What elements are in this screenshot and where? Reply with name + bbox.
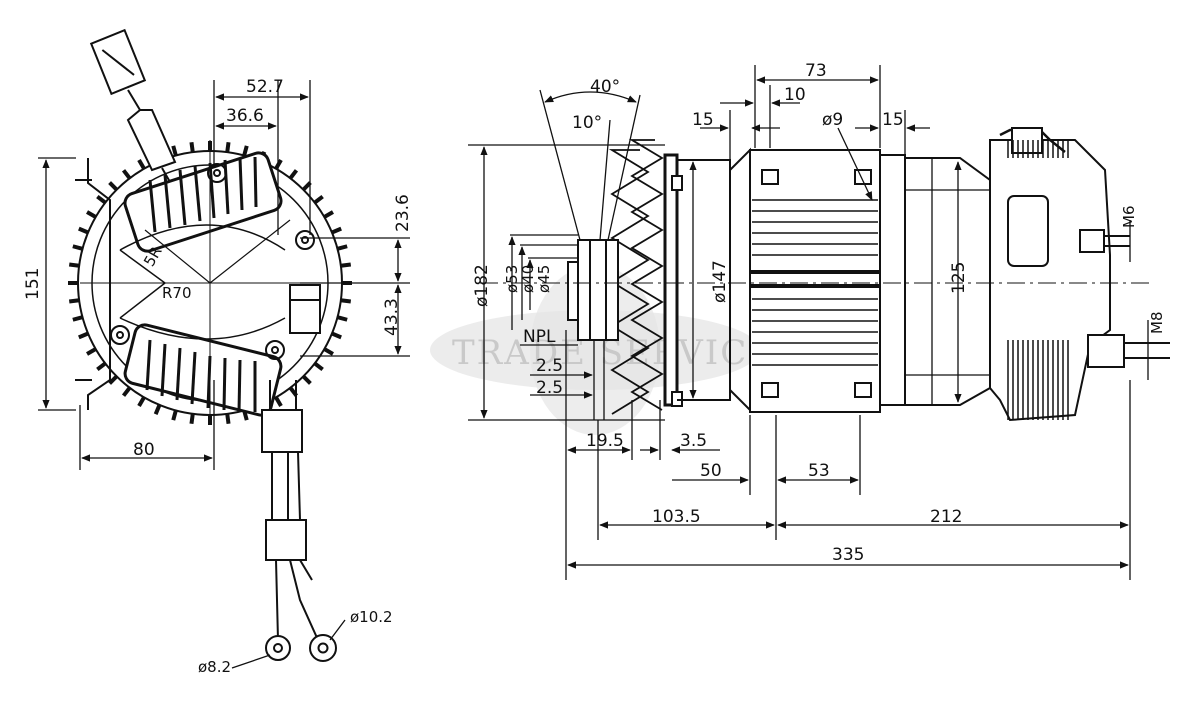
rear-fins	[1007, 140, 1069, 420]
dim-15-right: 15	[882, 110, 904, 130]
stator-tooth	[96, 194, 107, 205]
flange-plate	[663, 153, 679, 407]
stator-tooth	[225, 413, 231, 425]
stator-tooth	[72, 315, 84, 322]
stator-tooth	[86, 210, 97, 219]
wire-top	[89, 28, 177, 183]
stator-tooth	[153, 404, 162, 415]
dim-r70: R70	[162, 284, 192, 302]
main-body	[749, 149, 881, 413]
dim-phi9: ø9	[822, 110, 843, 130]
dim-angle-10: 10°	[572, 113, 602, 133]
output-leads	[261, 380, 337, 662]
stator-tooth	[121, 169, 132, 180]
dim-212: 212	[930, 507, 962, 527]
dim-50: 50	[700, 461, 722, 481]
dim-m8: M8	[1148, 312, 1166, 335]
stator-tooth	[331, 226, 342, 235]
dim-2-5-upper: 2.5	[536, 356, 563, 376]
right-dim-lines	[468, 65, 1149, 580]
left-dim-lines	[38, 80, 410, 669]
dim-10: 10	[784, 85, 806, 105]
stator-tooth	[68, 298, 80, 304]
dim-phi53: ø53	[503, 265, 521, 293]
dim-23-6: 23.6	[393, 194, 413, 232]
stator-tooth	[108, 374, 119, 385]
dim-335: 335	[832, 545, 864, 565]
dim-19-5: 19.5	[586, 431, 624, 451]
stator-tooth	[78, 331, 89, 340]
mounting-bracket	[87, 158, 111, 410]
stator-tooth	[242, 145, 249, 157]
rear-housing	[880, 154, 906, 406]
dim-15-left: 15	[692, 110, 714, 130]
stator-tooth	[313, 361, 324, 372]
dim-2-5-lower: 2.5	[536, 378, 563, 398]
stator-tooth	[96, 361, 107, 372]
left-view	[38, 28, 410, 669]
dim-3-5: 3.5	[680, 431, 707, 451]
dim-43-3: 43.3	[382, 298, 402, 336]
stator-tooth	[336, 244, 348, 251]
stator-tooth	[301, 181, 312, 192]
front-housing	[677, 159, 731, 401]
dim-npl: NPL	[523, 327, 556, 347]
stator-tooth	[323, 347, 334, 356]
stator-tooth	[189, 141, 195, 153]
stator-tooth	[137, 396, 146, 407]
stator-tooth	[336, 315, 348, 322]
right-view	[468, 65, 1170, 580]
dim-phi10-2: ø10.2	[350, 608, 393, 626]
dim-angle-40: 40°	[590, 77, 620, 97]
stator-tooth	[137, 159, 146, 170]
stator-tooth	[340, 262, 352, 268]
dim-phi40: ø40	[519, 265, 537, 293]
dim-125: 125	[949, 262, 969, 294]
stator-tooth	[78, 226, 89, 235]
stator-tooth	[86, 347, 97, 356]
stator-tooth	[171, 145, 178, 157]
stator-tooth	[225, 141, 231, 153]
cooling-fins	[752, 199, 878, 366]
stator-tooth	[288, 169, 299, 180]
stator-tooth	[340, 298, 352, 304]
stator-tooth	[108, 181, 119, 192]
dim-80: 80	[133, 440, 155, 460]
dim-73: 73	[805, 61, 827, 81]
stator-tooth	[274, 396, 283, 407]
dim-36-6: 36.6	[226, 106, 264, 126]
m6-stud	[1079, 229, 1105, 253]
dim-52-7: 52.7	[246, 77, 284, 97]
dim-phi147: ø147	[710, 260, 730, 303]
stator-tooth	[171, 409, 178, 421]
stator-tooth	[323, 210, 334, 219]
dim-phi45: ø45	[535, 265, 553, 293]
stator-tooth	[72, 244, 84, 251]
dim-m6: M6	[1120, 206, 1138, 229]
stator-tooth	[301, 374, 312, 385]
terminal-block	[289, 284, 321, 334]
m8-stud	[1087, 334, 1125, 368]
stator-tooth	[313, 194, 324, 205]
stator-tooth	[331, 331, 342, 340]
stator-tooth	[189, 413, 195, 425]
pulley-fan	[608, 139, 664, 415]
shaft-hub	[577, 239, 619, 341]
dim-phi8-2: ø8.2	[198, 658, 231, 676]
dim-phi182: ø182	[472, 264, 492, 307]
dim-151: 151	[23, 268, 43, 300]
dim-53: 53	[808, 461, 830, 481]
stator-tooth	[68, 262, 80, 268]
dim-103-5: 103.5	[652, 507, 701, 527]
stator-tooth	[121, 386, 132, 397]
